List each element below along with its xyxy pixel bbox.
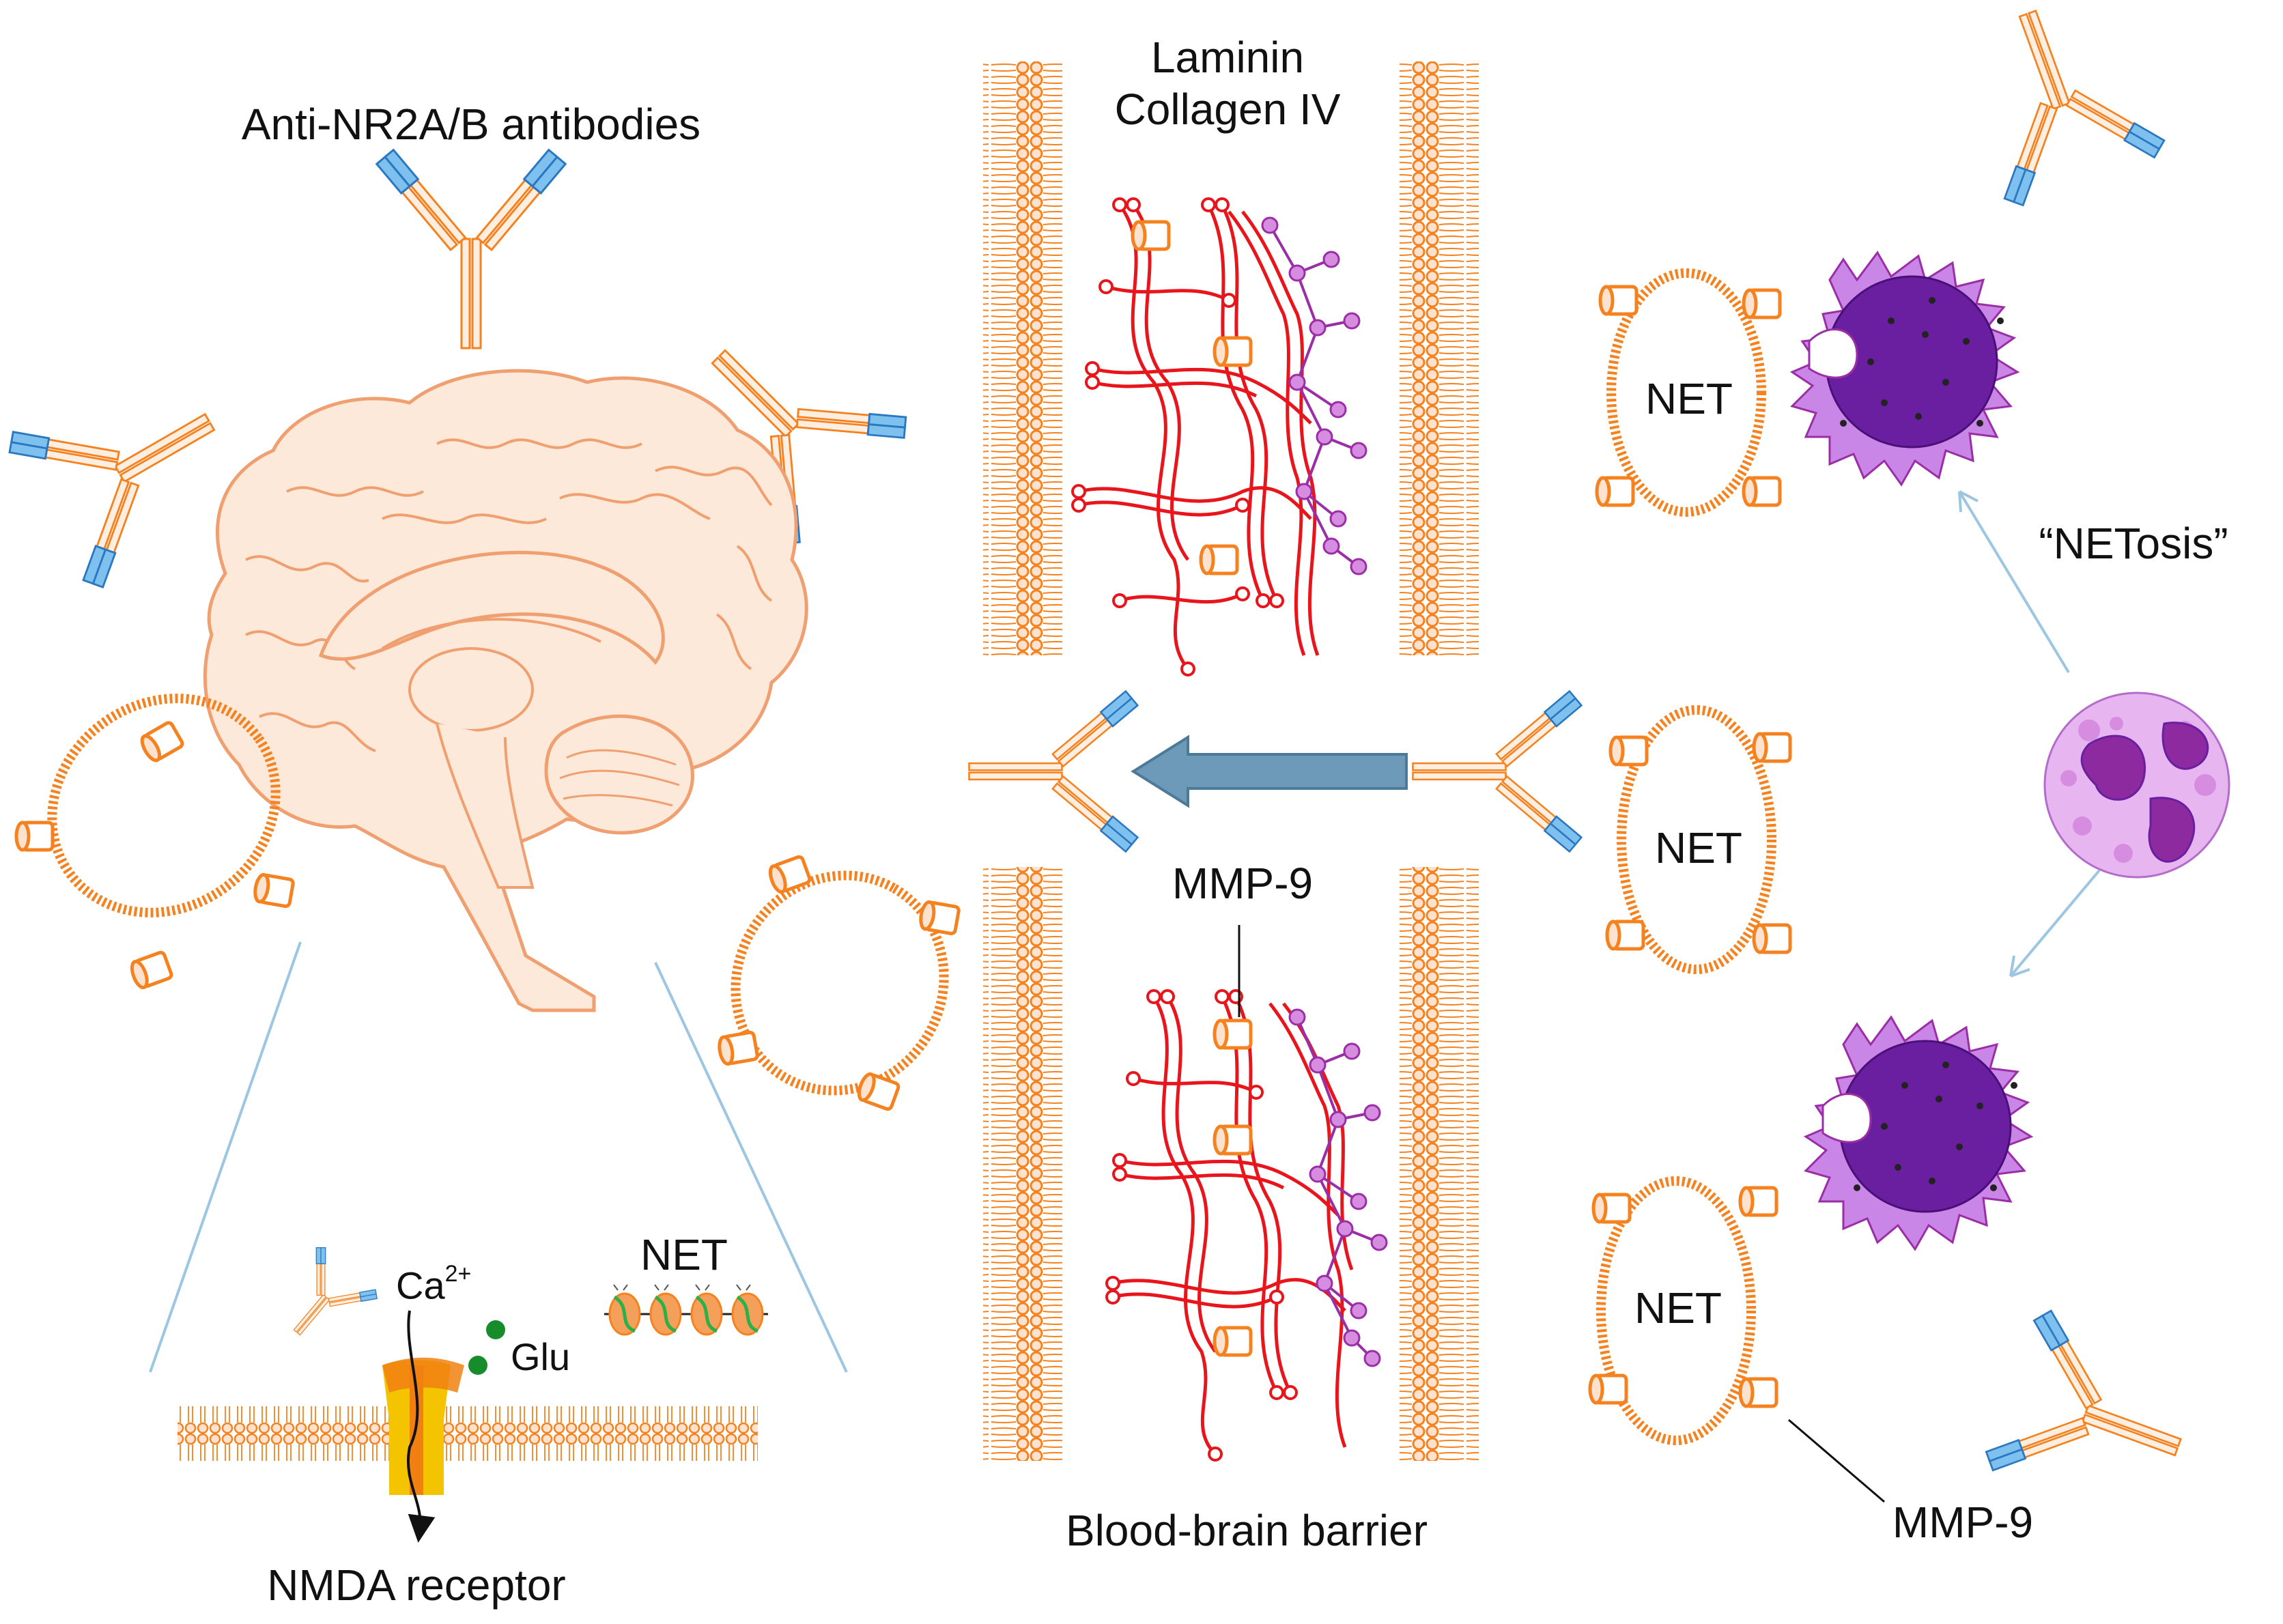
net-ring-center: [696, 837, 983, 1128]
calcium-label: Ca2+: [396, 1262, 471, 1307]
nmda-label: NMDA receptor: [267, 1561, 566, 1610]
glutamate-dot-1: [486, 1320, 505, 1339]
antibody-left: [0, 343, 256, 595]
laminin-label: Laminin: [1150, 33, 1305, 82]
antibody-top: [375, 149, 567, 350]
netosis-neutrophil-top: [1789, 251, 2020, 487]
bbb-membrane-right-bottom: [1400, 867, 1479, 1461]
antibody-bottom-right: [1980, 1305, 2208, 1528]
glu-label: Glu: [511, 1335, 571, 1378]
glutamate-dot-2: [468, 1356, 487, 1375]
basement-membrane-bottom: [1105, 925, 1388, 1462]
basement-membrane-top: [1071, 197, 1367, 676]
antibody-inset: [266, 1242, 382, 1358]
collagen-label: Collagen IV: [1114, 85, 1341, 134]
net-label-1: NET: [1645, 374, 1733, 423]
migration-arrow: [1131, 735, 1408, 808]
antibody-bbb-right: [1412, 690, 1583, 853]
neuron-membrane: [178, 1406, 758, 1464]
netosis-arrow-up: [1958, 490, 2070, 674]
antibodies-label: Anti-NR2A/B antibodies: [241, 100, 701, 149]
net-nucleosomes: [604, 1284, 768, 1336]
bbb-membrane-left-top: [983, 61, 1062, 655]
bbb-membrane-left-bottom: [983, 867, 1062, 1461]
mmp9-right-label: MMP-9: [1892, 1498, 2034, 1547]
net-ring-right-1: [1597, 268, 1780, 517]
net-ring-right-2: [1607, 705, 1790, 974]
netosis-neutrophil-bottom: [1803, 1015, 2034, 1251]
antibody-bbb-left: [968, 690, 1139, 853]
mmp9-pointer-right: [1788, 1419, 1885, 1503]
zoom-line-left: [149, 941, 302, 1373]
mmp9-center-label: MMP-9: [1172, 859, 1314, 908]
net-ring-right-3: [1590, 1176, 1776, 1445]
net-label-3: NET: [1634, 1283, 1722, 1333]
calcium-charge: 2+: [444, 1261, 472, 1287]
bbb-membrane-right-top: [1400, 61, 1479, 655]
zoom-line-right: [654, 962, 848, 1373]
netosis-arrow-down: [2009, 869, 2101, 978]
antibody-top-right: [1946, 0, 2170, 212]
calcium-symbol: Ca: [396, 1264, 445, 1307]
bbb-label: Blood-brain barrier: [1065, 1506, 1428, 1555]
brain-illustration: [203, 369, 808, 1012]
resting-neutrophil: [2043, 692, 2230, 879]
net-inset-label: NET: [640, 1230, 728, 1279]
netosis-label: “NETosis”: [2039, 519, 2228, 568]
nmda-receptor: [382, 1310, 464, 1543]
net-label-2: NET: [1655, 823, 1742, 872]
